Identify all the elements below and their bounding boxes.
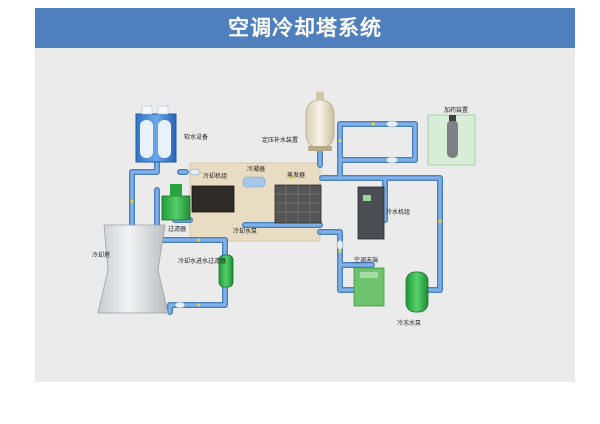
header-bar: 空调冷却塔系统 — [35, 8, 575, 48]
chiller-cabinet — [357, 186, 385, 240]
compressor-unit — [242, 176, 266, 188]
label-expansion-tank: 定压补水装置 — [262, 137, 299, 144]
label-cooling-inlet-filter: 冷却水进水过滤器 — [178, 258, 227, 265]
label-chemical-doser: 加药装置 — [444, 107, 469, 114]
label-cooling-pump: 冷却水泵 — [233, 228, 258, 235]
expansion-tank — [305, 92, 335, 151]
label-softener: 软水设备 — [184, 134, 209, 141]
label-cooling-tower: 冷却塔 — [92, 252, 111, 259]
ac-unit — [353, 267, 385, 307]
condenser-unit — [191, 185, 235, 213]
label-cooling-unit: 冷却机组 — [203, 173, 228, 180]
label-chilled-pump: 冷冻水泵 — [397, 320, 422, 327]
softener-unit — [135, 105, 177, 163]
valves — [174, 120, 399, 309]
page-title: 空调冷却塔系统 — [228, 16, 382, 40]
label-evaporator: 蒸发器 — [287, 172, 306, 179]
chilled-pump — [405, 271, 429, 313]
label-ac-unit: 空调末端 — [354, 257, 379, 264]
chemical-doser — [427, 114, 476, 166]
cooling-pump-left — [161, 184, 191, 221]
cooling-filter — [218, 254, 234, 288]
cooling-tower — [97, 224, 169, 314]
label-chiller: 冷水机组 — [386, 209, 411, 216]
label-condenser: 冷凝器 — [247, 166, 266, 173]
evaporator-unit — [274, 184, 322, 224]
label-filter: 过滤器 — [168, 226, 187, 233]
